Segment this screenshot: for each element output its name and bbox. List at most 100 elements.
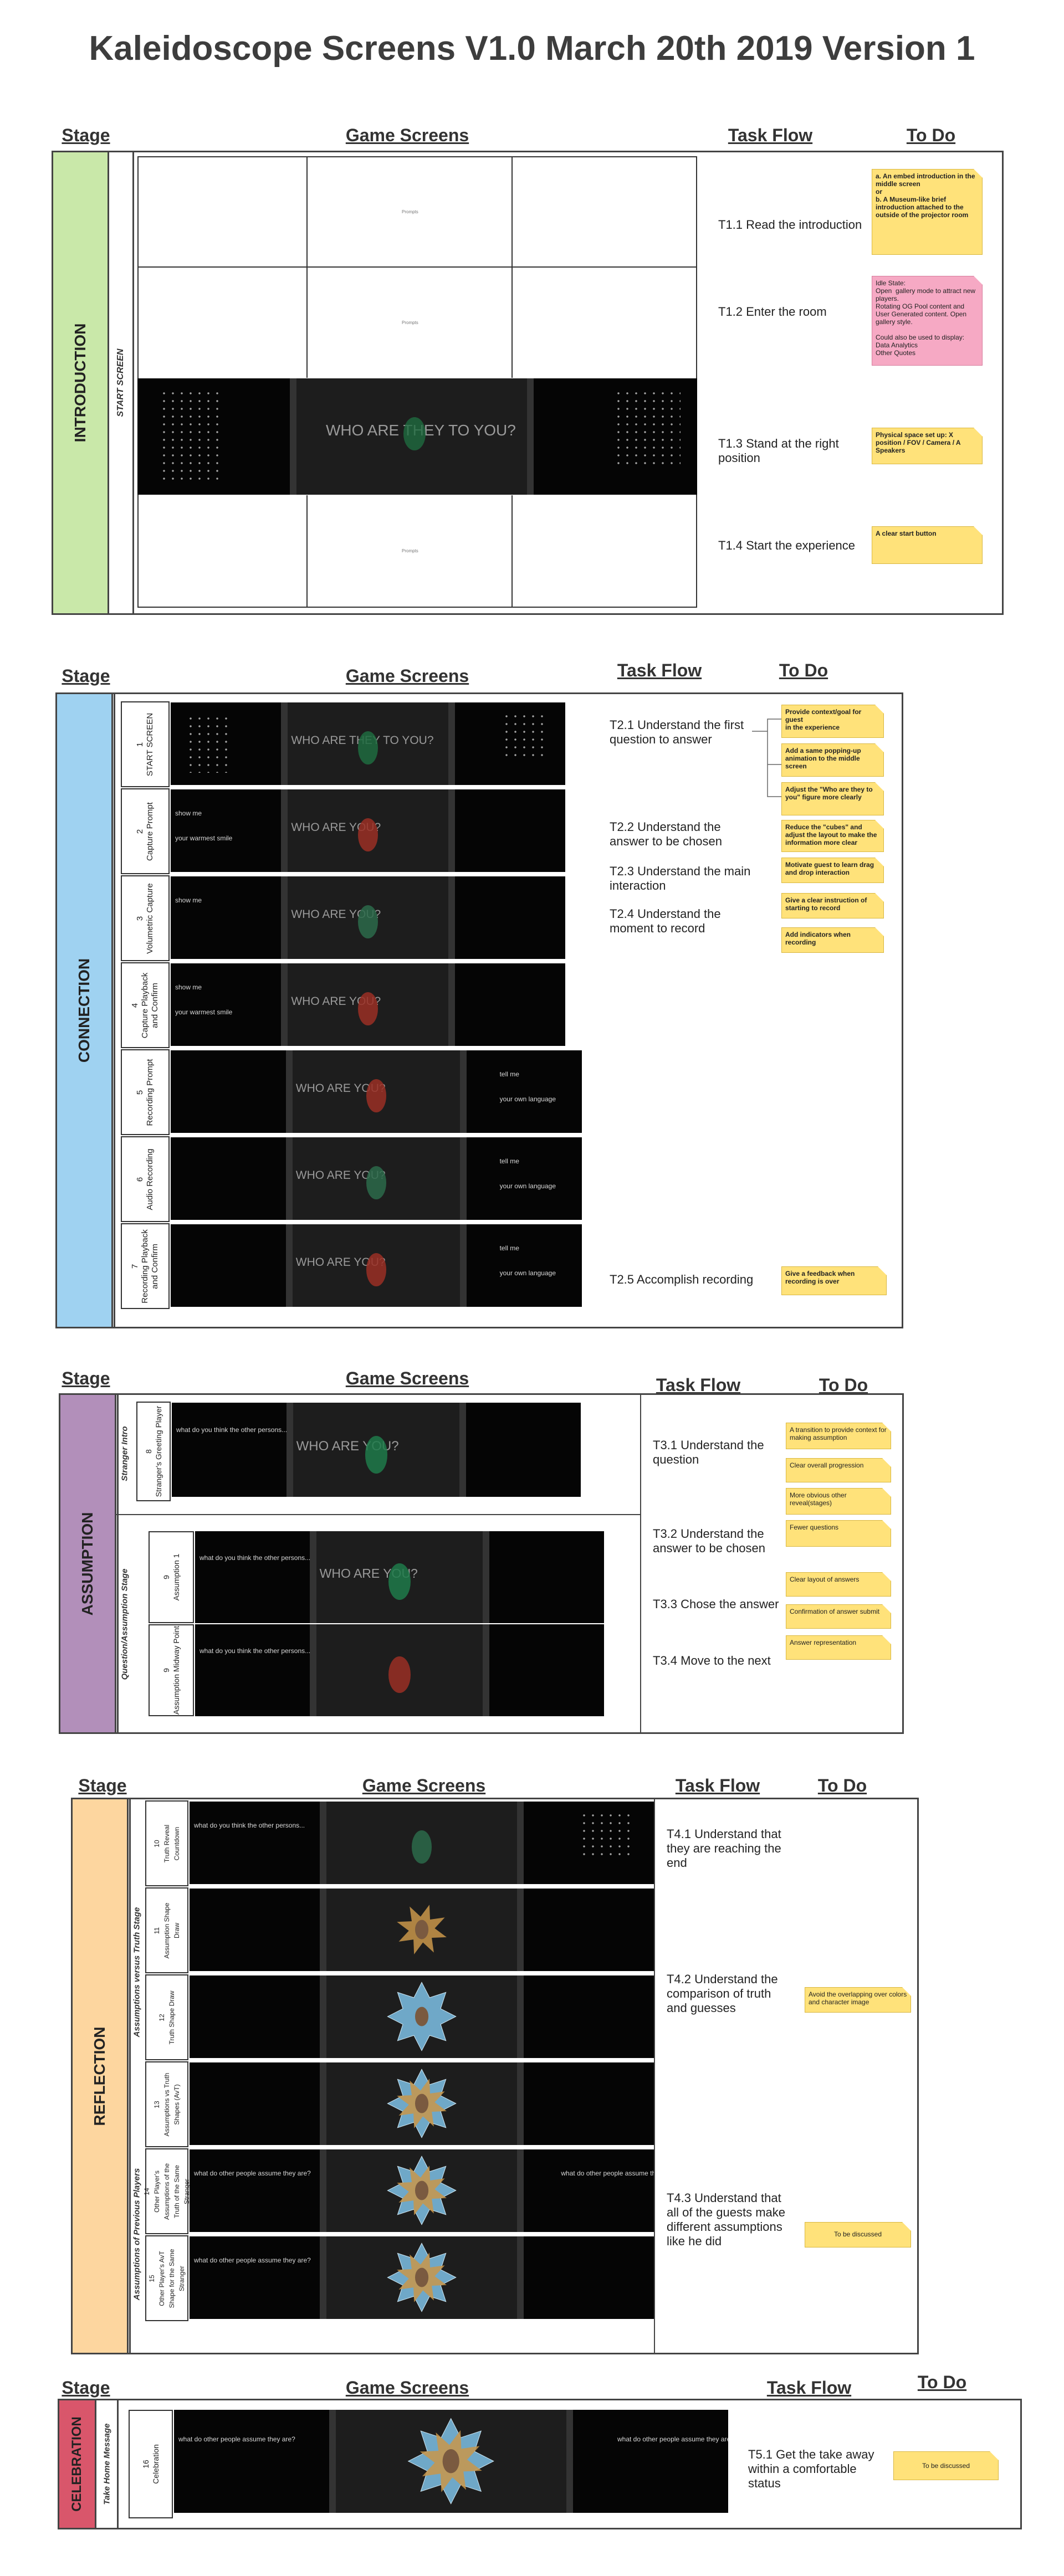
reflection-stage-bar: REFLECTION (71, 1798, 129, 2354)
figure (366, 1079, 386, 1112)
grid-divider (511, 495, 513, 608)
figure (366, 1253, 386, 1286)
screen-heading: WHO ARE YOU? (295, 1081, 386, 1095)
placeholder-text: Prompts (402, 548, 418, 553)
game-screen: what do you think the other persons... (190, 1802, 654, 1884)
task-flow-header: Task Flow (766, 2378, 852, 2398)
todo-header: To Do (917, 2372, 967, 2392)
game-screen-start: WHO ARE THEY TO YOU? (137, 378, 697, 495)
task-t3-1: T3.1 Understand the question (653, 1438, 764, 1466)
row-label: 9 Assumption Midway Point (162, 1625, 181, 1715)
todo-note: Fewer questions (786, 1520, 891, 1547)
sub-label-previous-players: Assumptions of Previous Players (132, 2168, 142, 2300)
todo-note: Motivate guest to learn drag and drop in… (781, 858, 884, 883)
game-screen: WHO ARE THEY TO YOU? (171, 702, 565, 785)
row-label: 1 START SCREEN (135, 712, 155, 776)
row-label-cell: 14 Other Player's Assumptions of the Tru… (143, 2148, 191, 2234)
game-screens-header: Game Screens (345, 1368, 469, 1388)
todo-note: Give a feedback when recording is over (781, 1266, 887, 1295)
game-screens-header: Game Screens (345, 666, 469, 686)
figure (358, 818, 378, 851)
todo-note: Provide context/goal for guest in the ex… (781, 705, 884, 738)
row-label: 10 Truth Reveal Countdown (153, 1824, 181, 1862)
todo-note: Avoid the overlapping over colors and ch… (805, 1987, 911, 2013)
screen-prompt: what do you think the other persons... (200, 1646, 311, 1655)
row-label-cell: 6 Audio Recording (121, 1136, 170, 1222)
todo-header: To Do (819, 1375, 868, 1395)
task-t1-2: T1.2 Enter the room (718, 305, 827, 319)
sub-label-start-screen: START SCREEN (116, 348, 125, 417)
todo-note: Clear overall progression (786, 1458, 891, 1482)
screen-prompt: your own language (499, 1095, 556, 1103)
row-label: 15 Other Player's AvT Shape for the Same… (148, 2249, 186, 2308)
assumption-sub-a: Stranger Intro (116, 1393, 133, 1514)
stage-label-connection: CONNECTION (75, 958, 93, 1063)
game-screen: what do other people assume they are?wha… (190, 2149, 654, 2232)
screen-prompt: what do other people assume they are? (561, 2169, 654, 2178)
task-t1-3: T1.3 Stand at the right position (718, 437, 839, 465)
row-label-cell: 12 Truth Shape Draw (145, 1974, 188, 2060)
screen-prompt: what do you think the other persons... (194, 1821, 305, 1830)
task-connector (752, 719, 782, 797)
sub-label-question-stage: Question/Assumption Stage (120, 1568, 130, 1680)
screen-heading: WHO ARE YOU? (295, 1168, 386, 1182)
todo-note: More obvious other reveal(stages) (786, 1488, 891, 1515)
todo-note: To be discussed (893, 2451, 999, 2480)
task-t2-2: T2.2 Understand the answer to be chosen (610, 820, 723, 848)
assumption-stage-bar: ASSUMPTION (59, 1393, 116, 1734)
row-label-cell: 9 Assumption Midway Point (149, 1624, 194, 1716)
connection-stage-bar: CONNECTION (55, 692, 113, 1328)
task-t2-4: T2.4 Understand the moment to record (610, 907, 721, 935)
figure (388, 1563, 411, 1600)
figure (358, 905, 378, 938)
todo-note: A clear start button (872, 526, 983, 564)
row-label-cell: 8 Stranger's Greeting Player (136, 1402, 171, 1501)
figure (388, 1656, 411, 1694)
page-title: Kaleidoscope Screens V1.0 March 20th 201… (89, 29, 975, 68)
screen-prompt: tell me (499, 1070, 519, 1079)
divider (116, 1393, 119, 1734)
todo-note: Confirmation of answer submit (786, 1604, 891, 1629)
task-t2-3: T2.3 Understand the main interaction (610, 864, 751, 892)
screen-prompt: show me (175, 983, 202, 992)
assumption-sub-b: Question/Assumption Stage (116, 1514, 133, 1734)
assumption-shape (387, 2156, 457, 2226)
assumption-shape (397, 1905, 447, 1955)
task-t1-1: T1.1 Read the introduction (718, 218, 862, 232)
figure (366, 1166, 386, 1199)
todo-note: Answer representation (786, 1635, 891, 1660)
row-label: 14 Other Player's Assumptions of the Tru… (143, 2163, 191, 2220)
screen-prompt: your own language (499, 1269, 556, 1277)
game-screen: WHO ARE YOU?what do you think the other … (195, 1531, 604, 1623)
screen-heading: WHO ARE YOU? (295, 1255, 386, 1269)
game-screen: what do other people assume they are?wha… (174, 2410, 728, 2513)
stage-header: Stage (62, 1368, 110, 1388)
screen-prompt: tell me (499, 1157, 519, 1166)
row-label-cell: 3 Volumetric Capture (121, 875, 170, 961)
stage-header: Stage (62, 125, 110, 145)
row-label: 7 Recording Playback and Confirm (130, 1229, 160, 1304)
screen-prompt: what do other people assume they are? (194, 2256, 311, 2265)
row-label-cell: 2 Capture Prompt (121, 788, 170, 874)
game-screens-header: Game Screens (362, 1776, 486, 1795)
todo-header: To Do (906, 125, 956, 145)
game-screen: what do you think the other persons... (195, 1624, 604, 1716)
row-label-cell: 16 Celebration (129, 2410, 173, 2518)
sub-label-stranger-intro: Stranger Intro (120, 1426, 130, 1481)
todo-note: Add indicators when recording (781, 927, 884, 953)
todo-note: To be discussed (805, 2222, 911, 2247)
stage-header: Stage (78, 1776, 127, 1795)
row-label-cell: 10 Truth Reveal Countdown (145, 1800, 188, 1886)
game-screen: WHO ARE YOU?what do you think the other … (172, 1403, 581, 1497)
stage-header: Stage (62, 2378, 110, 2398)
grid-divider (137, 266, 697, 268)
todo-note: Add a same popping-up animation to the m… (781, 743, 884, 777)
screen-prompt: what do other people assume they are? (178, 2435, 295, 2443)
row-label-cell: 13 Assumptions vs Truth Shapes (AvT) (145, 2061, 188, 2147)
row-label: 12 Truth Shape Draw (158, 1990, 176, 2044)
divider (116, 1514, 640, 1515)
screen-prompt: what do you think the other persons... (200, 1553, 311, 1562)
figure (365, 1435, 388, 1474)
